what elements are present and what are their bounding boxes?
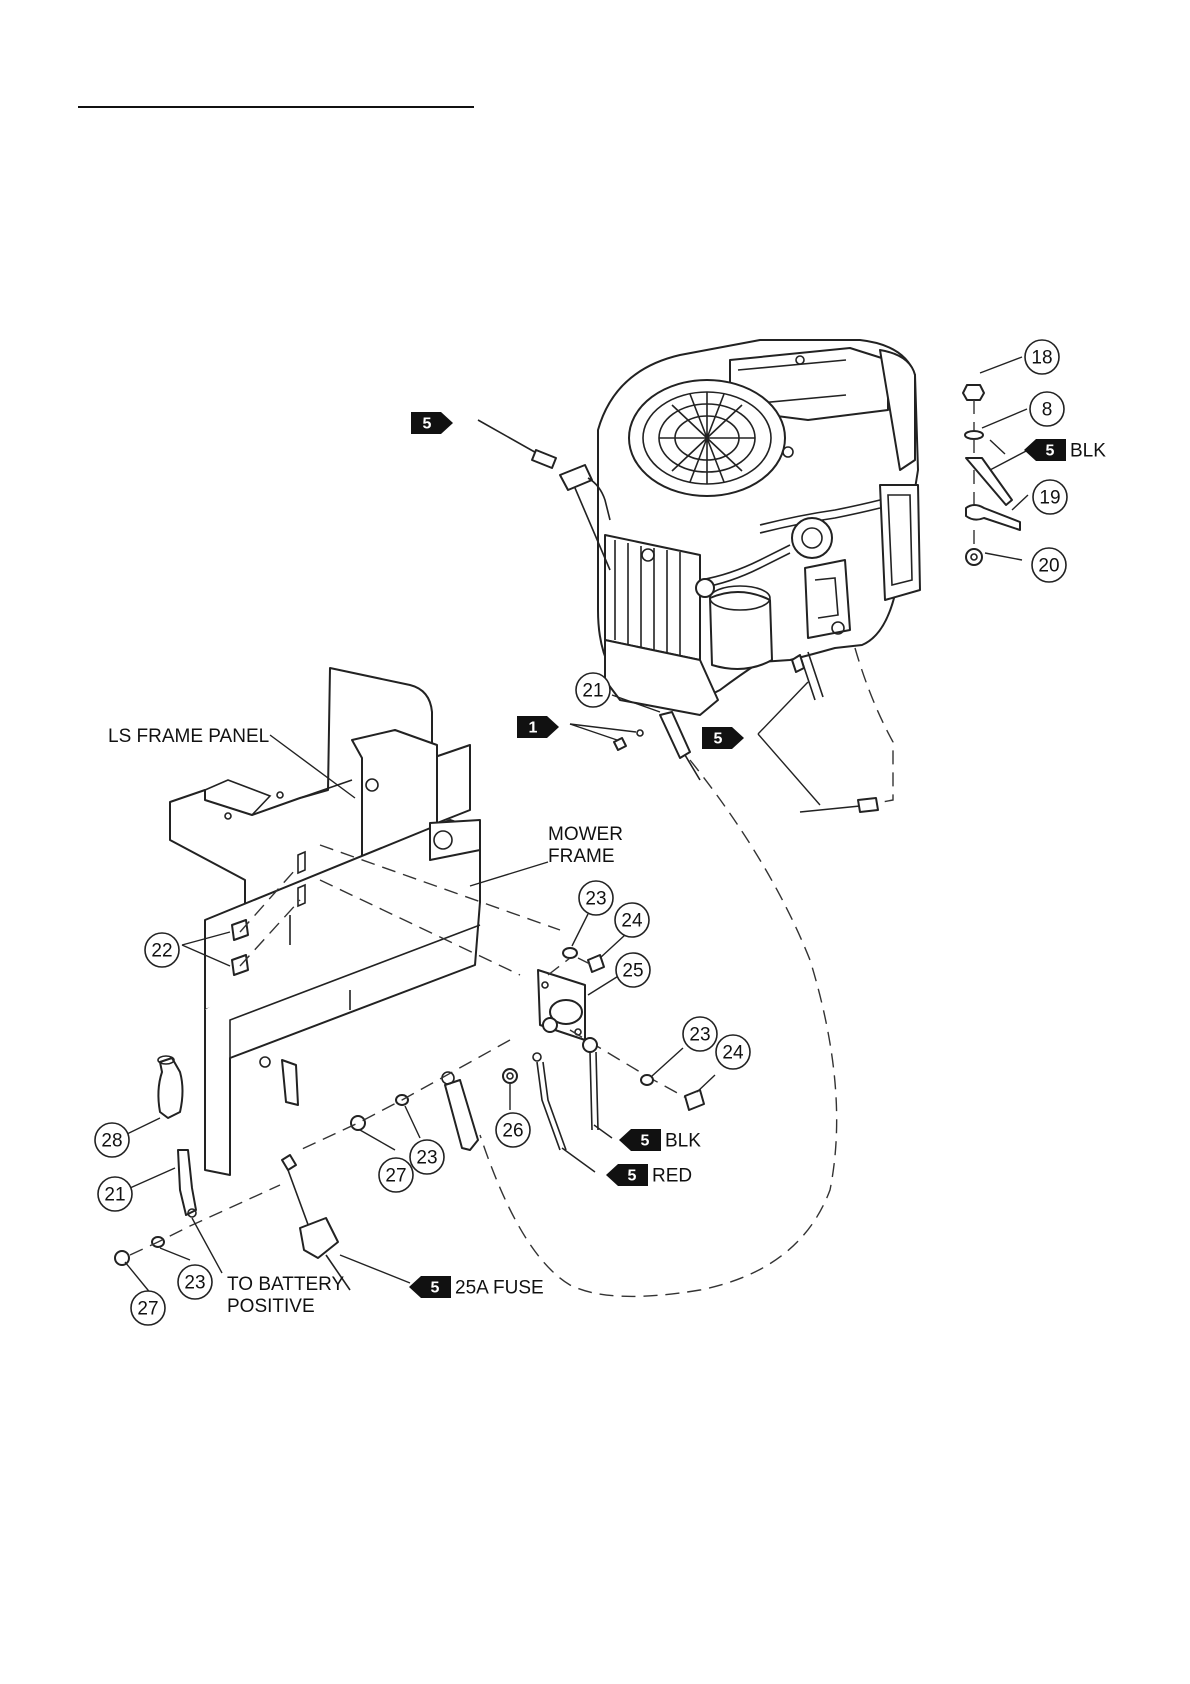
tag-number: 1 — [529, 720, 538, 737]
callout-26: 26 — [496, 1113, 530, 1147]
mower-frame-label-line1: MOWER — [548, 824, 623, 845]
tag-arrow-shape — [411, 412, 453, 434]
battery-label-line2: POSITIVE — [227, 1296, 315, 1317]
callout-23: 23 — [579, 881, 613, 915]
tag-number: 5 — [641, 1133, 650, 1150]
battery-label-line1: TO BATTERY — [227, 1274, 345, 1295]
callout-number: 26 — [502, 1121, 523, 1142]
ref-tag-t5red: 5 RED — [606, 1164, 692, 1187]
callout-number: 27 — [385, 1166, 406, 1187]
tag-label: RED — [652, 1166, 692, 1187]
callout-number: 23 — [416, 1148, 437, 1169]
callout-number: 23 — [184, 1273, 205, 1294]
callout-27: 27 — [131, 1291, 165, 1325]
callout-23: 23 — [410, 1140, 444, 1174]
callout-number: 24 — [621, 911, 643, 932]
callout-number: 22 — [151, 941, 172, 962]
bolt-stack — [963, 385, 1020, 565]
callout-number: 28 — [101, 1131, 122, 1152]
callout-23: 23 — [683, 1017, 717, 1051]
callout-number: 19 — [1039, 488, 1060, 509]
callout-24: 24 — [615, 903, 649, 937]
callout-28: 28 — [95, 1123, 129, 1157]
ref-tag-t5blk2: 5 BLK — [619, 1129, 701, 1152]
callout-number: 18 — [1031, 348, 1052, 369]
mower-frame-label-line2: FRAME — [548, 846, 615, 867]
callout-24: 24 — [716, 1035, 750, 1069]
callout-number: 24 — [722, 1043, 744, 1064]
callout-number: 8 — [1042, 400, 1053, 421]
callout-number: 23 — [689, 1025, 710, 1046]
tag-label: 25A FUSE — [455, 1278, 544, 1299]
tag-label: BLK — [1070, 441, 1106, 462]
callout-27: 27 — [379, 1158, 413, 1192]
tag-number: 5 — [423, 416, 432, 433]
tag-number: 5 — [714, 731, 723, 748]
ref-tag-t5blk1: 5 BLK — [1024, 439, 1106, 462]
ls-frame-panel-label: LS FRAME PANEL — [108, 726, 269, 747]
callout-8: 8 — [1030, 392, 1064, 426]
tag-arrow-shape — [702, 727, 744, 749]
callout-23: 23 — [178, 1265, 212, 1299]
ref-tag-t5b: 5 — [702, 727, 744, 749]
callout-number: 27 — [137, 1299, 158, 1320]
tag-number: 5 — [431, 1280, 440, 1297]
callout-25: 25 — [616, 953, 650, 987]
engine-drawing — [478, 340, 920, 812]
callout-20: 20 — [1032, 548, 1066, 582]
callout-21: 21 — [98, 1177, 132, 1211]
callout-number: 23 — [585, 889, 606, 910]
callout-number: 21 — [104, 1185, 125, 1206]
tag-number: 5 — [1046, 443, 1055, 460]
wire-route — [480, 760, 837, 1296]
callout-number: 20 — [1038, 556, 1059, 577]
ref-tag-t1: 1 — [517, 716, 559, 738]
callout-number: 25 — [622, 961, 643, 982]
ref-tag-t5a: 5 — [411, 412, 453, 434]
battery-cable — [115, 1056, 280, 1265]
callout-22: 22 — [145, 933, 179, 967]
callout-19: 19 — [1033, 480, 1067, 514]
callout-18: 18 — [1025, 340, 1059, 374]
callout-21: 21 — [576, 673, 610, 707]
tag-label: BLK — [665, 1131, 701, 1152]
tag-number: 5 — [628, 1168, 637, 1185]
ref-tag-t5fuse: 5 25A FUSE — [409, 1276, 544, 1299]
callout-number: 21 — [582, 681, 603, 702]
tag-arrow-shape — [517, 716, 559, 738]
